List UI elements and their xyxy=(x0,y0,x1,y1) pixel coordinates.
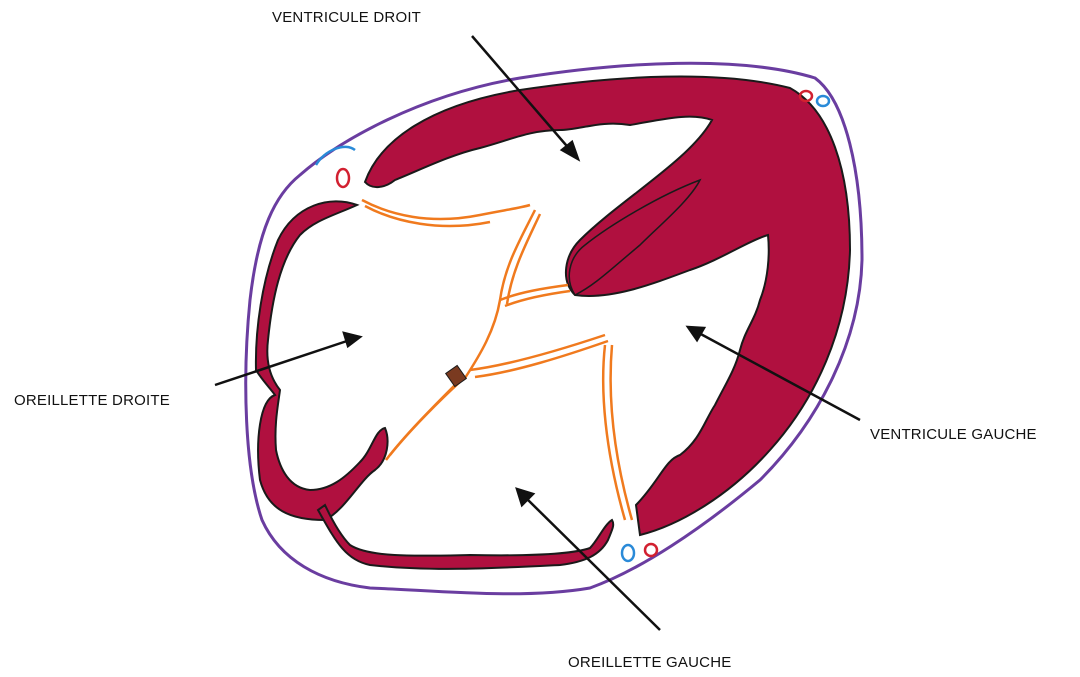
right-ventricle-wall xyxy=(365,76,850,535)
left-atrium-wall xyxy=(318,505,613,569)
valve-node xyxy=(446,365,467,386)
label-oreillette-gauche: OREILLETTE GAUCHE xyxy=(568,654,731,671)
label-ventricule-droit: VENTRICULE DROIT xyxy=(272,9,421,26)
label-oreillette-droite: OREILLETTE DROITE xyxy=(14,392,170,409)
label-ventricule-gauche: VENTRICULE GAUCHE xyxy=(870,426,1037,443)
right-atrium-wall xyxy=(256,201,388,520)
arrowhead-oreillette-droite xyxy=(344,333,360,346)
arrowhead-ventricule-gauche xyxy=(688,327,704,340)
arrow-oreillette-droite xyxy=(215,340,350,385)
